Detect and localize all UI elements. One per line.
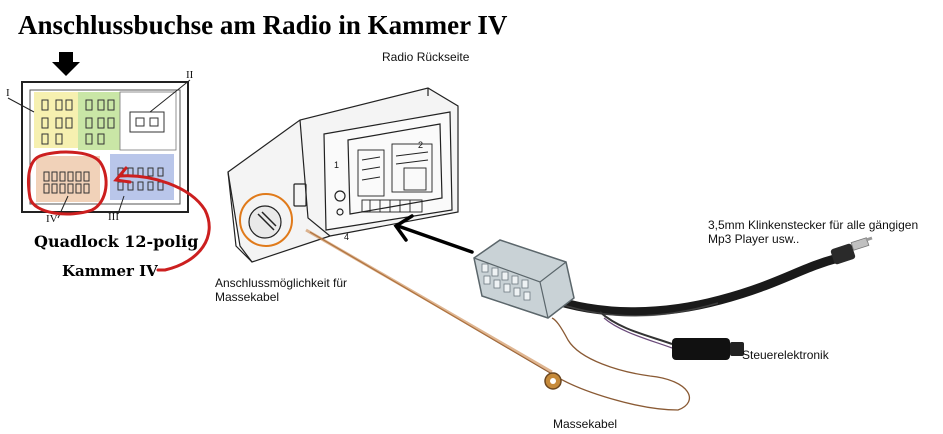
pointer-arrow (393, 214, 474, 254)
ground-cable-label: Massekabel (553, 417, 618, 431)
quadlock-label: Quadlock 12-polig (34, 232, 199, 251)
chamber-label: Kammer IV (62, 262, 158, 280)
quadlock-connector (7, 79, 191, 219)
radio-back-label: Radio Rückseite (382, 50, 470, 64)
radio-mark-4: 4 (344, 232, 349, 242)
chamber-mark-3: III (108, 211, 119, 223)
page-title: Anschlussbuchse am Radio in Kammer IV (18, 10, 508, 40)
radio-mark-1: 1 (334, 160, 339, 170)
chamber-mark-1: I (6, 87, 10, 99)
ground-cable (309, 231, 690, 411)
control-unit-label: Steuerelektronik (742, 348, 829, 362)
chamber-mark-4: IV (46, 213, 58, 225)
ground-option-label: Anschlussmöglichkeit für Massekabel (215, 276, 348, 304)
jack-plug (830, 236, 873, 265)
main-cable (543, 253, 843, 317)
connector-housing (21, 81, 189, 213)
radio-unit (227, 87, 459, 263)
chamber-4-highlight (26, 150, 211, 272)
radio-mark-2: 2 (418, 140, 423, 150)
chamber-2-fill (78, 92, 120, 150)
ground-highlight-circle (239, 193, 293, 247)
down-arrow-icon (52, 52, 80, 76)
control-unit (672, 338, 744, 360)
jack-label: 3,5mm Klinkenstecker für alle gängigen M… (708, 218, 919, 246)
quadlock-plug (473, 239, 575, 319)
chamber-mark-2: II (186, 69, 194, 81)
